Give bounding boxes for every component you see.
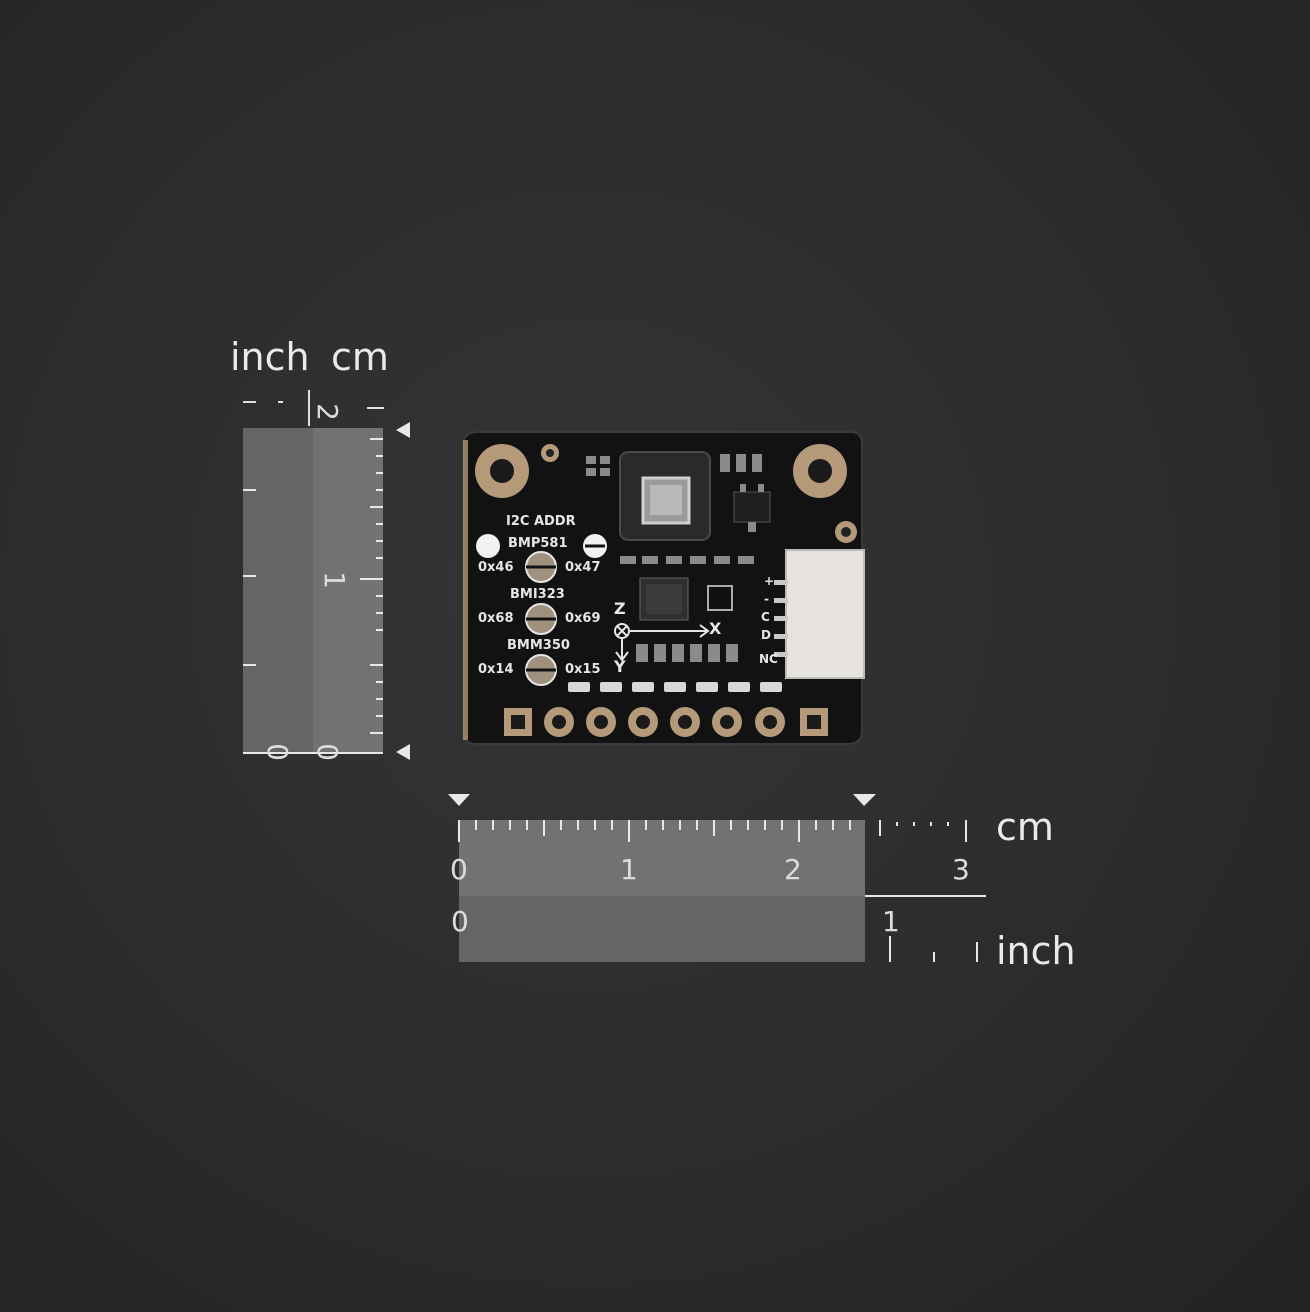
vertical-cm-tick-1: 1 (317, 571, 351, 589)
board-sensor-2-addr-left: 0x14 (478, 662, 514, 677)
board-sensor-0-name: BMP581 (508, 536, 568, 551)
board-sensor-1-name: BMI323 (510, 587, 565, 602)
horizontal-cm-label: cm (996, 805, 1054, 849)
connector-label-minus: - (764, 592, 769, 606)
vertical-ruler-graphic (243, 390, 410, 760)
vertical-inch-tick-0: 0 (260, 743, 294, 761)
jumper-bmi323 (525, 603, 557, 635)
board-sensor-1-addr-right: 0x69 (565, 611, 601, 626)
horizontal-cm-tick-0: 0 (450, 853, 468, 886)
board-axis-z: Z (614, 599, 626, 618)
horizontal-ruler-graphic (448, 794, 986, 962)
horizontal-inch-tick-1: 1 (882, 905, 900, 938)
connector-label-d: D (761, 628, 771, 642)
horizontal-inch-label: inch (996, 929, 1076, 973)
board-axis-x: X (709, 619, 722, 638)
connector-label-plus: + (764, 574, 775, 588)
board-sensor-2-addr-right: 0x15 (565, 662, 601, 677)
connector-label-nc: NC (759, 652, 778, 666)
board-axis-y: Y (614, 657, 626, 676)
board-sensor-1-addr-left: 0x68 (478, 611, 514, 626)
mounting-hole-left (475, 444, 529, 498)
connector-label-c: C (761, 610, 770, 624)
jumper-bmp581 (525, 551, 557, 583)
horizontal-cm-tick-1: 1 (620, 853, 638, 886)
board-i2c-title: I2C ADDR (506, 514, 576, 529)
horizontal-inch-tick-0: 0 (451, 905, 469, 938)
mounting-hole-right (793, 444, 847, 498)
board-sensor-0-addr-right: 0x47 (565, 560, 601, 575)
vertical-inch-label: inch (230, 335, 310, 379)
header-pins (504, 707, 828, 737)
sensor-board (462, 431, 865, 745)
vertical-cm-label: cm (331, 335, 389, 379)
board-sensor-0-addr-left: 0x46 (478, 560, 514, 575)
board-sensor-2-name: BMM350 (507, 638, 570, 653)
horizontal-cm-tick-3: 3 (952, 853, 970, 886)
vertical-cm-tick-2: 2 (310, 403, 344, 421)
jumper-bmm350 (525, 654, 557, 686)
horizontal-cm-tick-2: 2 (784, 853, 802, 886)
vertical-cm-tick-0: 0 (310, 743, 344, 761)
